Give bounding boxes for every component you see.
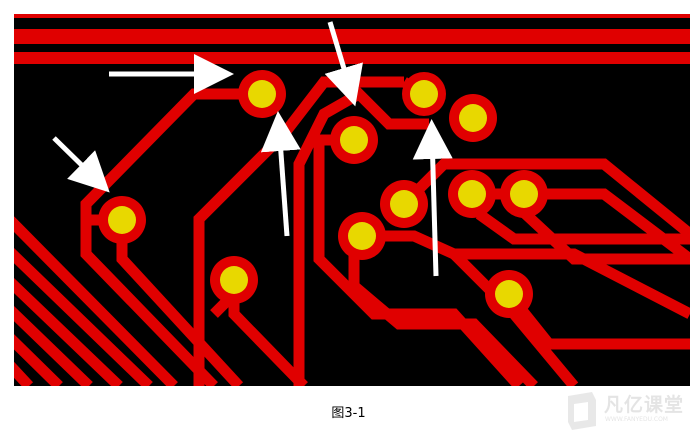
pad bbox=[402, 72, 446, 116]
pad bbox=[338, 212, 386, 260]
watermark-url: WWW.FANYEDU.COM bbox=[605, 416, 668, 423]
pad bbox=[485, 270, 533, 318]
pads bbox=[98, 70, 548, 318]
pad bbox=[500, 170, 548, 218]
arrow-up-center bbox=[260, 111, 301, 237]
pad bbox=[448, 170, 496, 218]
indicator-arrows bbox=[52, 21, 453, 277]
watermark-text: 凡亿课堂 bbox=[604, 394, 685, 416]
pad bbox=[330, 116, 378, 164]
watermark-logo: 凡亿课堂 WWW.FANYEDU.COM bbox=[560, 388, 695, 432]
pcb-layout-figure bbox=[14, 14, 690, 386]
figure-caption: 图3-1 bbox=[331, 406, 366, 421]
pad bbox=[98, 196, 146, 244]
pad bbox=[210, 256, 258, 304]
pad bbox=[449, 94, 497, 142]
arrow-to-left-pad bbox=[52, 136, 110, 193]
watermark-emblem-icon bbox=[568, 392, 596, 430]
pad bbox=[238, 70, 286, 118]
top-bus-traces bbox=[14, 14, 690, 64]
arrow-to-center-pad bbox=[324, 21, 363, 107]
arrow-up-right bbox=[412, 119, 453, 277]
pad bbox=[380, 180, 428, 228]
